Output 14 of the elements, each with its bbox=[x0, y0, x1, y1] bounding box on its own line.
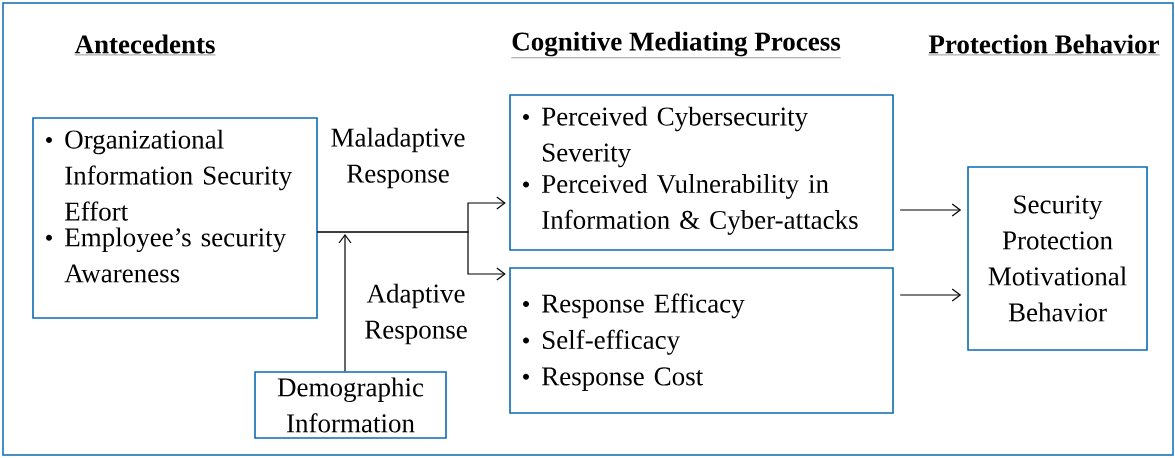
arrow bbox=[899, 203, 962, 217]
arrow bbox=[338, 234, 352, 372]
section-heading: Cognitive Mediating Process bbox=[511, 31, 841, 58]
edge-label: Maladaptive Response bbox=[322, 126, 474, 190]
text-box: Demographic Information bbox=[254, 371, 447, 439]
arrow bbox=[899, 288, 962, 302]
text-box: Organizational Information Security Effort Employee’s security Awareness bbox=[32, 117, 318, 319]
edge-label: Adaptive Response bbox=[361, 282, 471, 346]
text-box: Response Efficacy Self-efficacy Response Cost bbox=[509, 267, 894, 414]
arrow bbox=[316, 231, 506, 281]
text-box: Perceived Cybersecurity Severity Perceived Vulnerability in Information & Cyber-attacks bbox=[509, 94, 894, 251]
section-heading: Antecedents bbox=[74, 34, 216, 56]
text-box: Security Protection Motivational Behavior bbox=[967, 166, 1148, 351]
section-heading: Protection Behavior bbox=[928, 34, 1160, 56]
